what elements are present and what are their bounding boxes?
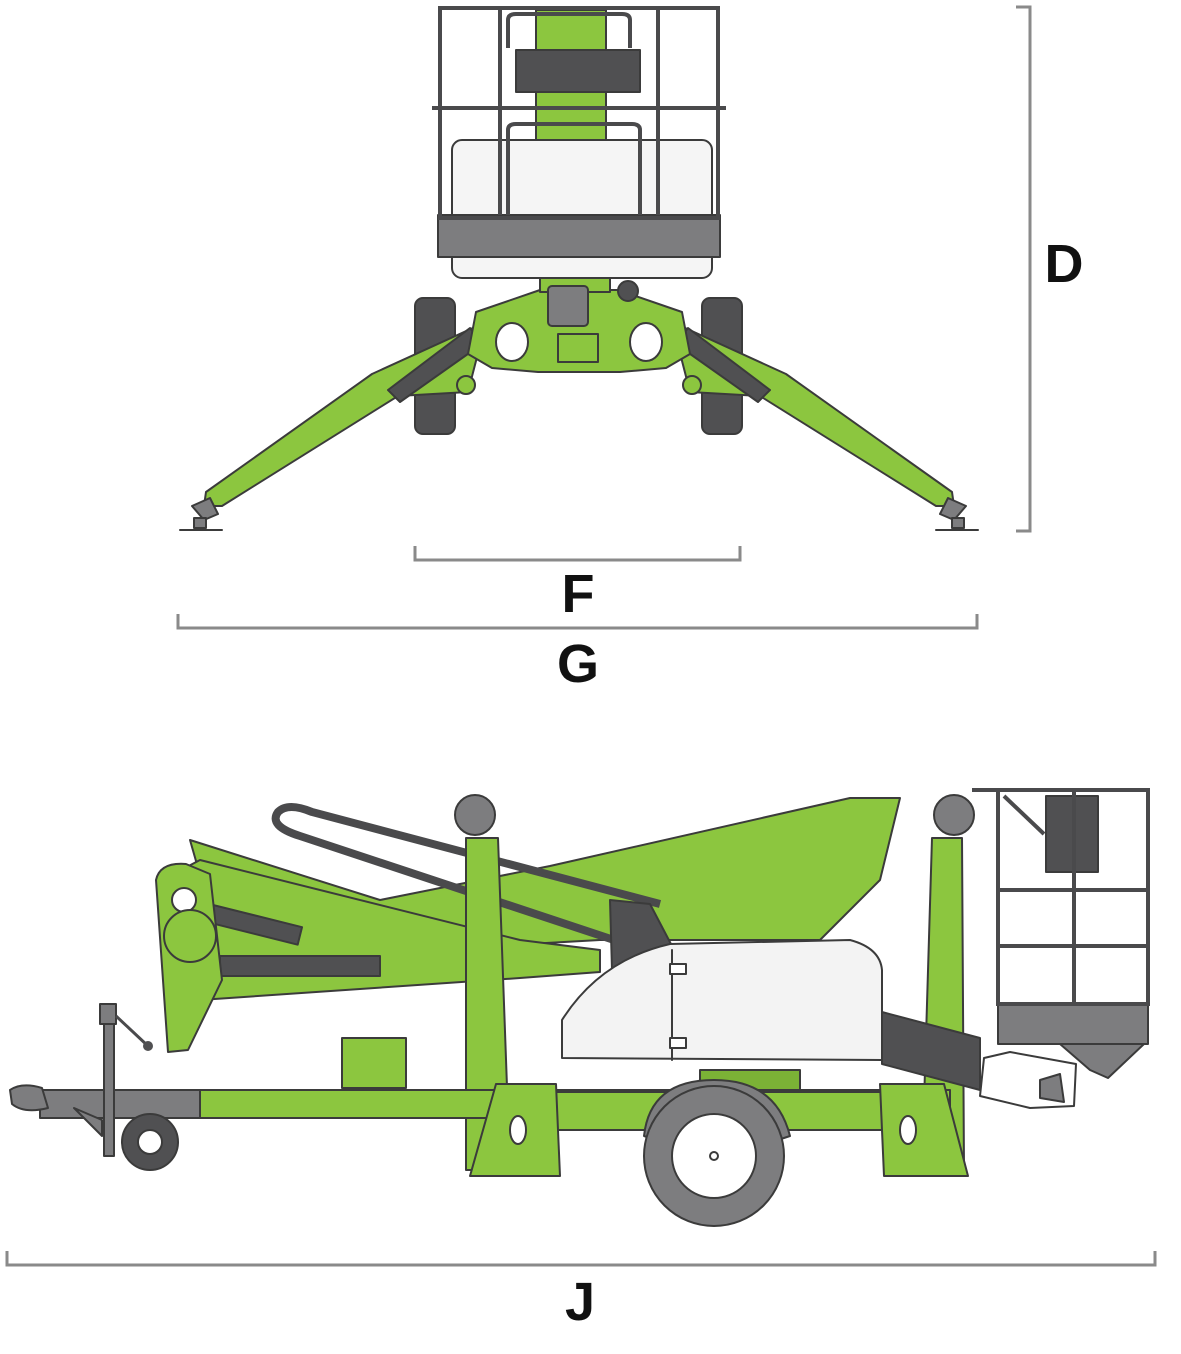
overall-length-dimension-line <box>5 1251 1157 1267</box>
front-basket-floor <box>437 214 721 258</box>
drawbar <box>39 1089 201 1119</box>
left-foot-pad <box>191 497 219 521</box>
front-boom-rest-pad <box>454 794 496 836</box>
side-basket-floor <box>997 1003 1149 1045</box>
side-basket-rails <box>972 788 1150 1006</box>
right-foot-pad <box>939 497 967 521</box>
outrigger-span-dimension-label: G <box>557 634 599 694</box>
height-dimension-label: D <box>1045 234 1084 294</box>
turret-cover <box>561 939 883 1061</box>
overall-length-dimension-label: J <box>565 1272 595 1332</box>
wheel-track-dimension-label: F <box>562 564 595 624</box>
rear-boom-rest-pad <box>933 794 975 836</box>
height-dimension-line <box>1016 5 1032 533</box>
boom-guide-rail <box>271 803 662 946</box>
outrigger-span-dimension-line <box>176 614 979 630</box>
front-view <box>179 6 979 531</box>
front-basket-rails <box>432 6 726 220</box>
side-view <box>9 788 1150 1227</box>
wheel-track-dimension-line <box>413 546 742 562</box>
